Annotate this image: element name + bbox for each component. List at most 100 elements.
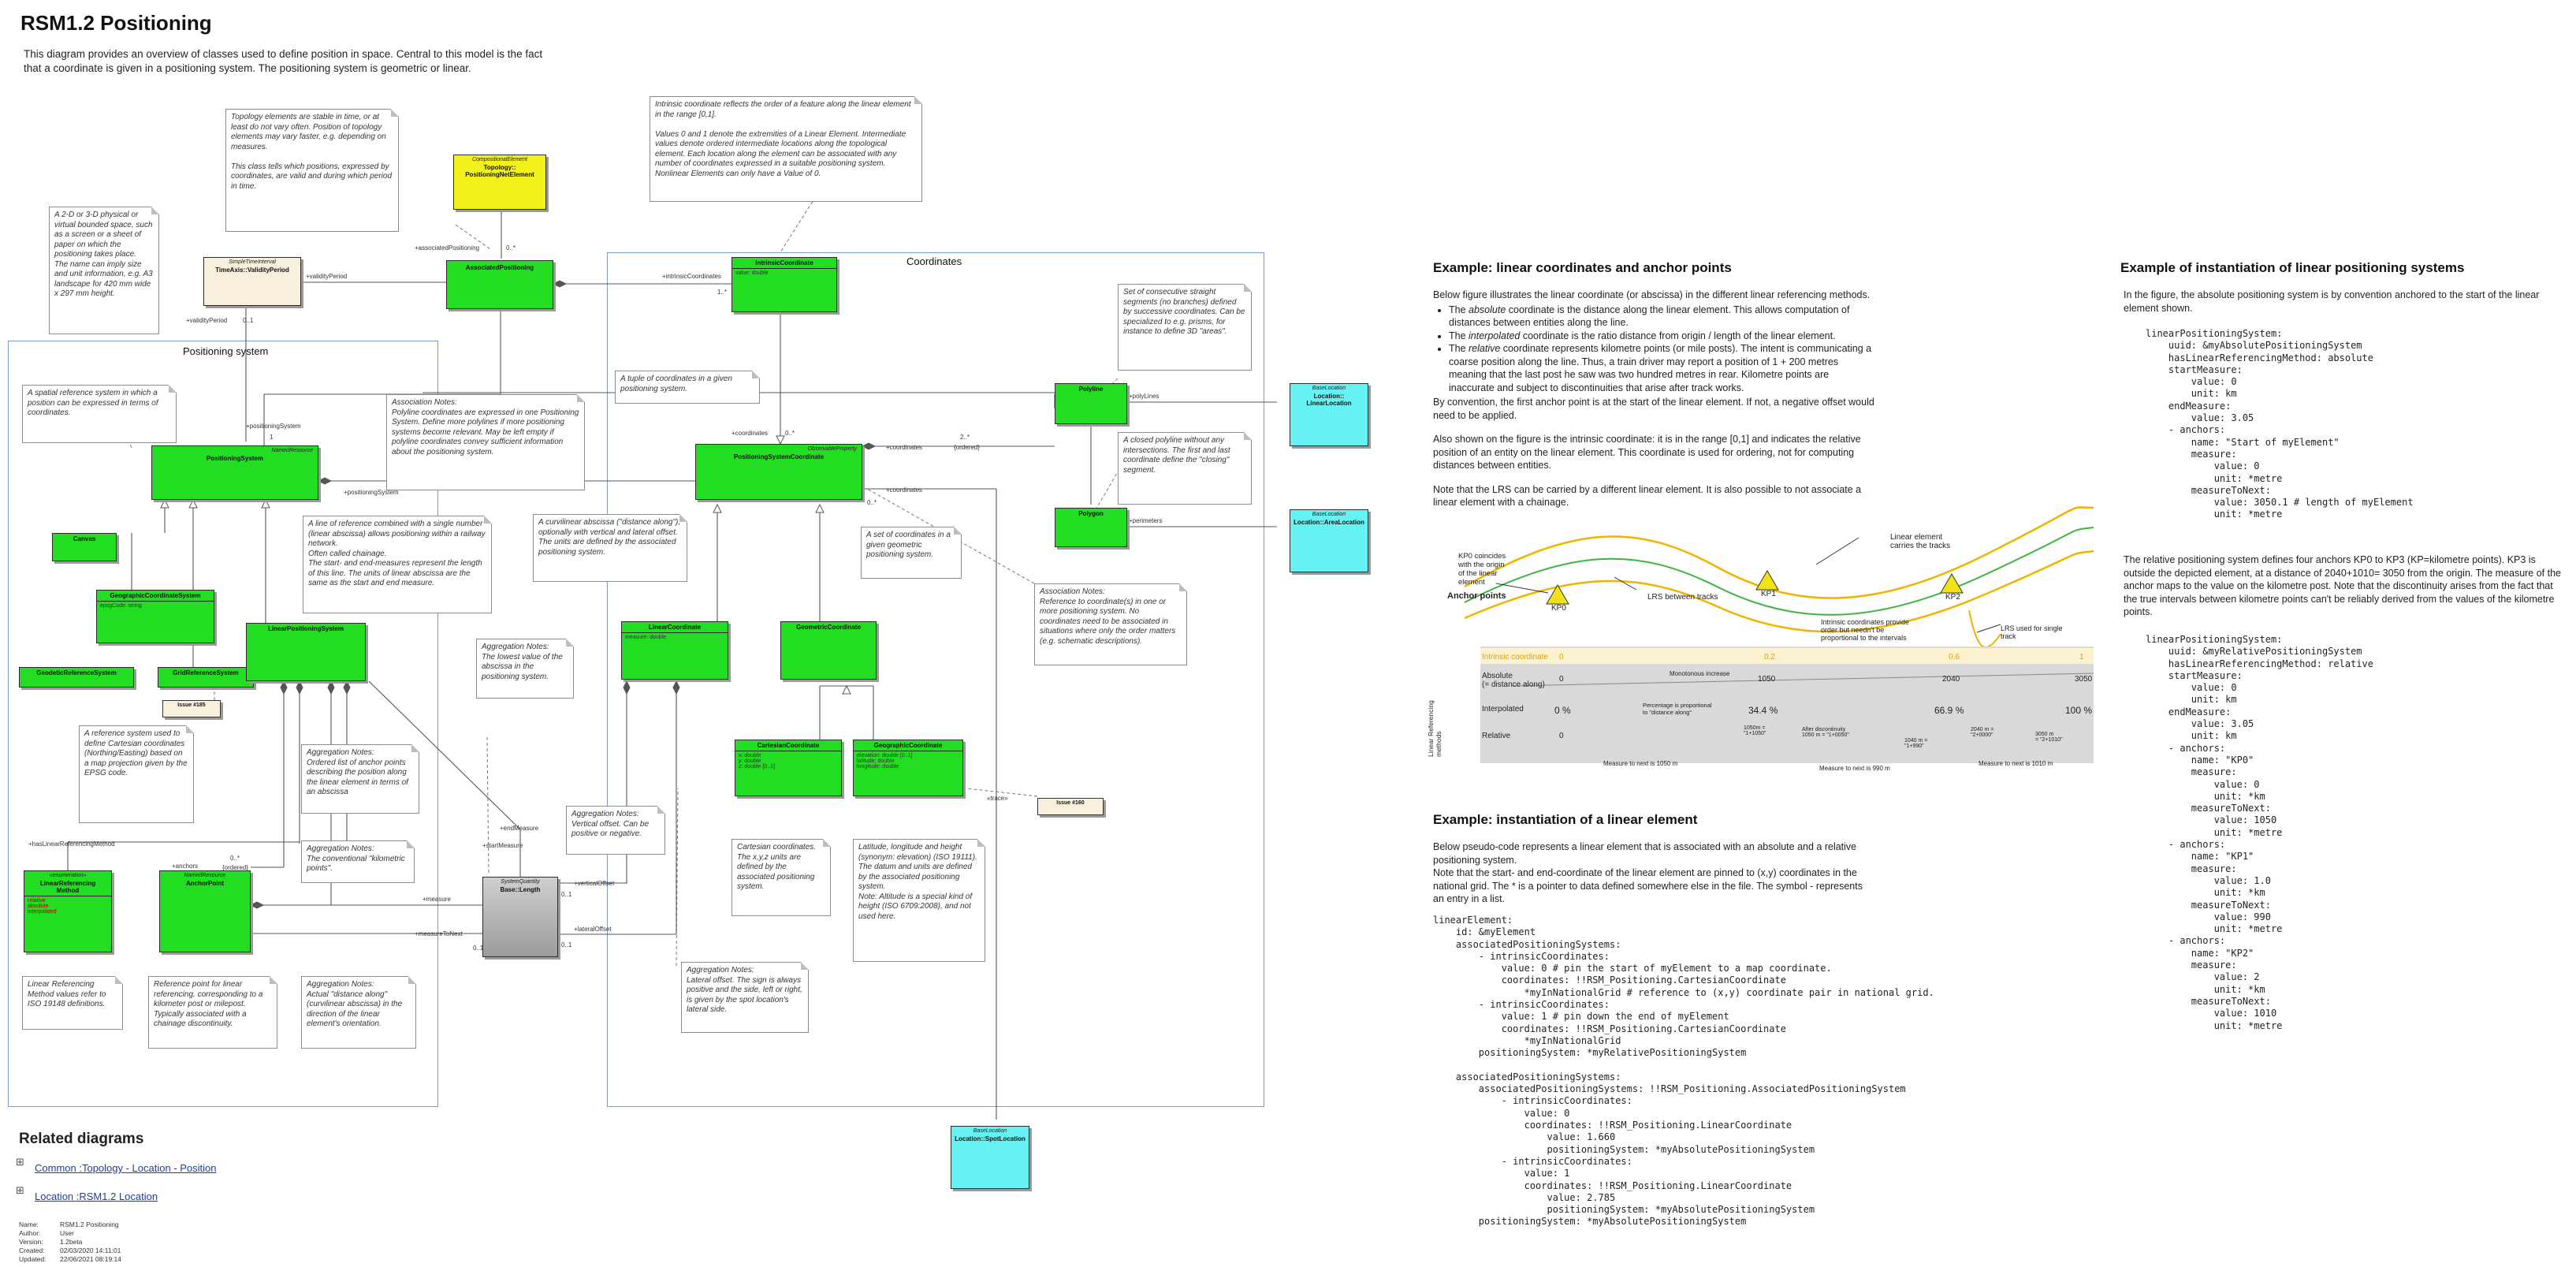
class-associated-positioning[interactable]: AssociatedPositioning (446, 260, 553, 309)
class-location-area-location[interactable]: BaseLocation Location::AreaLocation (1290, 509, 1368, 572)
intrinsic-value: 0.2 (1764, 653, 1775, 661)
issue-185[interactable]: Issue #185 (162, 700, 221, 717)
row-relative-label: Relative (1482, 732, 1511, 740)
class-attribute: epsgCode: string (97, 601, 214, 610)
class-stereotype: NamedResource (184, 873, 226, 878)
relative-value: 0 (1559, 732, 1564, 740)
class-name: Location::SpotLocation (955, 1135, 1026, 1142)
label-multiplicity: 0..* (867, 499, 877, 506)
class-polyline[interactable]: Polyline (1055, 383, 1127, 424)
metadata-row: Name:RSM1.2 Positioning (19, 1220, 119, 1229)
class-anchor-point[interactable]: NamedResource AnchorPoint (159, 870, 251, 952)
lrs-between-tracks-label: LRS between tracks (1647, 593, 1718, 602)
class-geographic-coordinate-system[interactable]: GeographicCoordinateSystem epsgCode: str… (96, 590, 214, 643)
class-name: LinearCoordinate (648, 624, 702, 631)
bullet-prefix: The (1449, 304, 1469, 315)
note-cartesian-reference-system: A reference system used to define Cartes… (79, 725, 194, 823)
class-positioning-system-coordinate[interactable]: ObservableProperty PositioningSystemCoor… (695, 444, 862, 500)
class-geometric-coordinate[interactable]: GeometricCoordinate (780, 621, 877, 680)
note-geographic-units: Latitude, longitude and height (synonym:… (853, 839, 985, 962)
class-base-length[interactable]: SystemQuantity Base::Length (482, 877, 558, 957)
class-location-linear-location[interactable]: BaseLocation Location:: LinearLocation (1290, 383, 1368, 446)
section-title-instantiation: Example: instantiation of a linear eleme… (1433, 812, 1698, 827)
class-canvas[interactable]: Canvas (52, 533, 117, 561)
class-name: PositioningSystemCoordinate (733, 453, 825, 460)
row-interpolated-label: Interpolated (1482, 705, 1524, 714)
label-positioning-system: +positioningSystem (246, 423, 301, 430)
bullet-text: coordinate is the distance along the lin… (1449, 304, 1850, 329)
issue-label: Issue #185 (177, 702, 206, 708)
bullet-prefix: The (1449, 330, 1469, 341)
issue-160[interactable]: Issue #160 (1037, 798, 1104, 815)
absolute-value: 2040 (1942, 675, 1960, 684)
label-measure: +measure (423, 896, 451, 903)
note-polyline: Set of consecutive straight segments (no… (1118, 284, 1252, 371)
bullet-item: The relative coordinate represents kilom… (1449, 342, 1874, 394)
class-positioning-system[interactable]: NamedResource PositioningSystem (151, 445, 318, 500)
interpolated-value: 34.4 % (1748, 705, 1778, 716)
interpolated-value: 100 % (2065, 705, 2093, 716)
diagram-icon: ⊞ (16, 1184, 24, 1196)
note-aggregation-actual: Aggregation Notes: Actual "distance alon… (301, 976, 416, 1049)
bullet-list: The absolute coordinate is the distance … (1433, 304, 1874, 395)
label-multiplicity: 0..1 (561, 891, 572, 898)
interpolated-value: 66.9 % (1934, 705, 1964, 716)
note-aggregation-lowest: Aggregation Notes: The lowest value of t… (476, 639, 574, 699)
class-name: LinearReferencing Method (39, 880, 96, 894)
row-absolute-label: Absolute (= distance along) (1482, 672, 1545, 689)
related-link-topology-location-position[interactable]: Common :Topology - Location - Position (35, 1162, 217, 1174)
class-linear-coordinate[interactable]: LinearCoordinate measure: double (621, 621, 728, 680)
label-trace: «trace» (987, 795, 1008, 802)
label-anchors: +anchors (172, 863, 199, 870)
label-vertical-offset: +verticalOffset (574, 880, 615, 887)
class-stereotype: NamedResource (271, 448, 313, 453)
label-perimeters: +perimeters (1129, 517, 1163, 524)
linear-coordinates-text: Below figure illustrates the linear coor… (1433, 289, 1874, 509)
related-link-location[interactable]: Location :RSM1.2 Location (35, 1191, 158, 1202)
section-title-linear-coordinates: Example: linear coordinates and anchor p… (1433, 260, 1732, 275)
class-geodetic-reference-system[interactable]: GeodeticReferenceSystem (19, 667, 134, 688)
class-attribute: x: double y: double z: double [0..1] (735, 751, 841, 771)
page-title: RSM1.2 Positioning (20, 11, 212, 35)
class-name: GeographicCoordinate (873, 742, 943, 749)
label-validity-period: +validityPeriod (306, 273, 348, 280)
relative-value: 3050 m = "2+1010" (2035, 732, 2063, 743)
class-cartesian-coordinate[interactable]: CartesianCoordinate x: double y: double … (735, 740, 842, 796)
note-tuple-of-coordinates: A tuple of coordinates in a given positi… (615, 371, 760, 404)
metadata-value: 02/03/2020 14:11:01 (60, 1247, 121, 1254)
class-topology-positioning-net-element[interactable]: CompositionalElement Topology:: Position… (453, 155, 546, 210)
note-canvas: A 2-D or 3-D physical or virtual bounded… (49, 207, 159, 334)
note-aggregation-lateral: Aggregation Notes: Lateral offset. The s… (681, 962, 809, 1033)
measure-to-next: Measure to next is 1010 m (1979, 760, 2053, 767)
metadata-row: Updated:22/06/2021 08:19:14 (19, 1255, 121, 1264)
metadata-key: Updated: (19, 1255, 47, 1263)
class-linear-referencing-method[interactable]: «enumeration» LinearReferencing Method r… (24, 870, 112, 952)
class-polygon[interactable]: Polygon (1055, 508, 1127, 547)
class-time-axis-validity-period[interactable]: SimpleTimeInterval TimeAxis::ValidityPer… (203, 257, 301, 306)
class-attribute: measure: double (622, 632, 728, 642)
note-curvilinear-abscissa: A curvilinear abscissa ("distance along"… (533, 514, 687, 582)
class-name: Location:: LinearLocation (1306, 393, 1352, 407)
class-attribute: elevation: double [0..1] latitude: doubl… (854, 751, 962, 771)
class-geographic-coordinate[interactable]: GeographicCoordinate elevation: double [… (853, 740, 963, 796)
class-stereotype: SimpleTimeInterval (229, 259, 276, 265)
section-title-linear-positioning-systems: Example of instantiation of linear posit… (2120, 260, 2465, 275)
measure-to-next: Measure to next is 1050 m (1603, 760, 1678, 767)
class-location-spot-location[interactable]: BaseLocation Location::SpotLocation (951, 1126, 1029, 1189)
paragraph: Note that the LRS can be carried by a di… (1433, 483, 1862, 509)
label-polylines: +polyLines (1129, 393, 1160, 400)
class-intrinsic-coordinate[interactable]: IntrinsicCoordinate value: double (731, 257, 837, 312)
class-grid-reference-system[interactable]: GridReferenceSystem (158, 667, 254, 688)
linear-element-label: Linear element carries the tracks (1890, 533, 1951, 550)
code-absolute-positioning-system: linearPositioningSystem: uuid: &myAbsolu… (2146, 328, 2414, 520)
metadata-row: Author:User (19, 1229, 74, 1238)
absolute-value: 1050 (1758, 675, 1776, 684)
class-name: GridReferenceSystem (173, 669, 239, 676)
note-spatial-reference-system: A spatial reference system in which a po… (22, 385, 177, 443)
intrinsic-note: Intrinsic coordinates provide order but … (1821, 618, 1910, 642)
absolute-value: 0 (1559, 675, 1564, 684)
track-illustration (1464, 506, 2094, 763)
anchor-points-label: Anchor points (1447, 591, 1506, 601)
label-coordinates: +coordinates (731, 430, 769, 437)
class-linear-positioning-system[interactable]: LinearPositioningSystem (246, 623, 366, 681)
